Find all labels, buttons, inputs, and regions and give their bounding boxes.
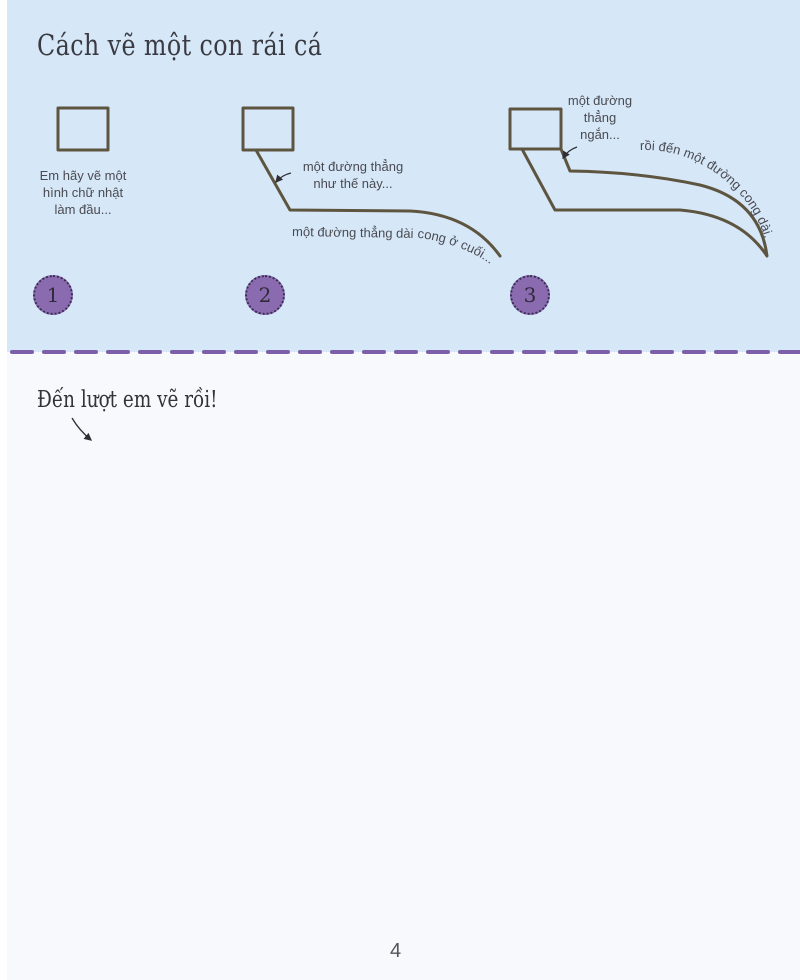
step3-badge: 3 [510, 275, 550, 315]
step1-badge: 1 [33, 275, 73, 315]
dashed-divider [10, 350, 800, 354]
page-title: Cách vẽ một con rái cá [37, 28, 323, 62]
page-number: 4 [390, 940, 402, 962]
drawing-area[interactable] [7, 360, 800, 920]
step2-badge: 2 [245, 275, 285, 315]
practice-prompt: Đến lượt em vẽ rồi! [37, 387, 218, 413]
step3-caption-a: một đường thẳng ngắn... [567, 93, 633, 142]
arrow-down-right-icon [71, 417, 92, 441]
step2-caption-a: một đường thẳng như thế này... [302, 159, 404, 191]
page-margin [0, 0, 7, 980]
step1-caption: Em hãy vẽ một hình chữ nhật làm đầu... [39, 168, 127, 217]
